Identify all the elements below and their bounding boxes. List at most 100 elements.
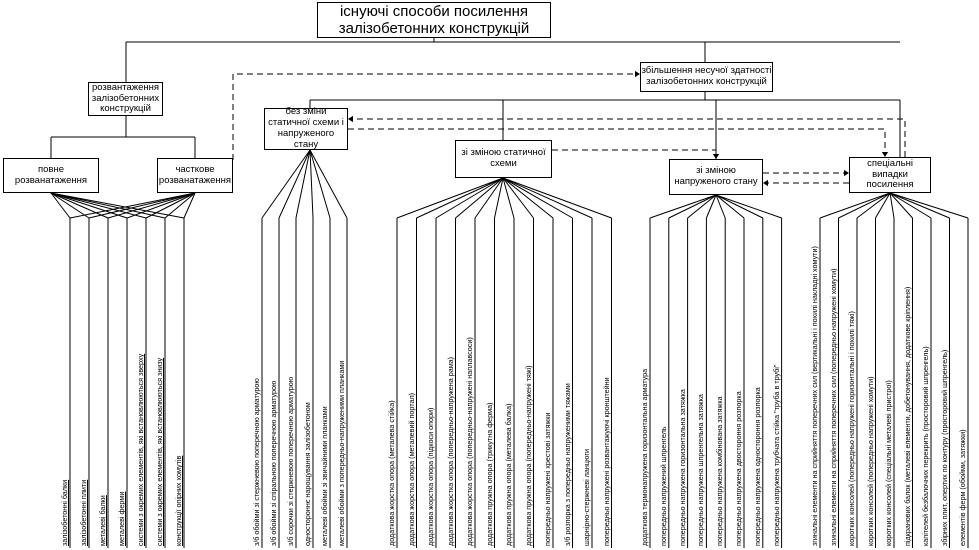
- leaf-stress-change: попередньо напружена комбінована затяжка: [715, 396, 725, 546]
- arrowhead: [635, 70, 640, 78]
- connector-line: [715, 194, 726, 219]
- connector-line: [164, 192, 196, 219]
- connector-line: [50, 192, 128, 219]
- connector-line: [50, 192, 71, 219]
- leaf-unloading: металеві ферми: [117, 491, 126, 546]
- leaf-stress-change: попередньо напружений шпренгель: [658, 426, 668, 546]
- leaf-special-cases: коротких консолей (попередньо напружені …: [865, 376, 875, 546]
- connector-path: [348, 128, 886, 153]
- connector-line: [309, 149, 331, 219]
- connector-line: [474, 177, 504, 219]
- connector-line: [889, 192, 932, 219]
- leaf-no-change: з/б сорочки зі стержневою поперечною арм…: [286, 376, 295, 546]
- leaf-unloading: залізобетонні плити: [79, 479, 88, 546]
- connector-line: [715, 194, 782, 219]
- connector-line: [889, 192, 895, 219]
- connector-line: [309, 149, 314, 219]
- leaf-static-change: попередньо напружені хрестові затяжки: [543, 412, 552, 546]
- connector-line: [838, 192, 891, 219]
- connector-line: [715, 194, 745, 219]
- leaf-static-change: попередньо напружені розвантажуючі кронш…: [601, 377, 611, 546]
- connector-line: [309, 149, 348, 219]
- connector-line: [705, 194, 717, 219]
- leaf-special-cases: збірних плит, опертих по контуру (просто…: [939, 349, 949, 546]
- connector-line: [856, 192, 891, 219]
- connector-line: [502, 177, 612, 219]
- connector-path: [552, 149, 717, 155]
- leaf-static-change: шарнірно-стержневі ланцюги: [582, 449, 591, 546]
- connector-line: [107, 192, 196, 219]
- leaf-unloading: конструкції опірних хомутів: [174, 455, 183, 546]
- connector-line: [649, 194, 717, 219]
- leaf-special-cases: коротких консолей (спеціальні металеві п…: [884, 380, 893, 546]
- leaf-stress-change: попередньо напружена двостороння розпорк…: [734, 391, 743, 546]
- connector-line: [889, 192, 950, 219]
- connector-line: [295, 149, 311, 219]
- leaf-special-cases: елементів ферм (обойми, затяжки): [958, 429, 967, 546]
- leaf-no-change: металеві обойми з попередньо-напруженими…: [337, 360, 346, 546]
- leaf-unloading: системи з окремих елементів, які встанов…: [155, 357, 164, 546]
- connector-line: [687, 194, 717, 219]
- leaf-no-change: металеві обойми зі звичайними планками: [320, 406, 329, 546]
- leaf-static-change: додаткова жорстка опора (попередньо-напр…: [465, 337, 474, 546]
- connector-line: [502, 177, 554, 219]
- connector-line: [145, 192, 196, 219]
- connector-line: [889, 192, 969, 219]
- connector-line: [502, 177, 515, 219]
- leaf-static-change: додаткова жорстка опора (підкоси опори): [426, 407, 435, 546]
- connector-line: [715, 194, 764, 219]
- arrowhead: [844, 169, 849, 177]
- connector-line: [502, 177, 593, 219]
- connector-line: [50, 192, 147, 219]
- leaf-unloading: системи з окремих елементів, які встанов…: [136, 353, 145, 546]
- connector-line: [668, 194, 717, 219]
- connector-line: [502, 177, 573, 219]
- leaf-static-change: з/б розпорка з попередньо напруженими тя…: [562, 383, 572, 546]
- leaf-static-change: додаткова жорстка опора (попередньо-напр…: [445, 356, 455, 546]
- title-box: існуючі способи посилення залізобетонних…: [317, 2, 551, 38]
- title: існуючі способи посилення залізобетонних…: [338, 2, 530, 37]
- connector-line: [261, 149, 311, 219]
- leaf-unloading: металеві балки: [98, 495, 107, 546]
- arrowhead: [712, 154, 720, 159]
- leaf-static-change: додаткова жорстка опора (металевий порта…: [406, 392, 416, 546]
- connector-line: [50, 192, 90, 219]
- leaf-special-cases: згинальні елементи на сприйняття попереч…: [810, 246, 819, 546]
- node-special-cases: спеціальні випадки посилення: [849, 157, 931, 193]
- connector-line: [50, 192, 166, 219]
- leaf-static-change: додаткова пружна опора (попередньо-напру…: [523, 365, 533, 546]
- connector-line: [819, 192, 891, 219]
- leaf-unloading: залізобетонні балки: [60, 479, 69, 546]
- leaf-stress-change: попередньо напружена трубчата стійка "тр…: [771, 364, 781, 546]
- connector-line: [435, 177, 504, 219]
- arrowhead: [763, 179, 768, 187]
- connector-line: [396, 177, 504, 219]
- connector-path: [232, 73, 636, 160]
- leaf-special-cases: згинальні елементи на сприйняття попереч…: [828, 268, 838, 546]
- arrowhead: [881, 152, 889, 157]
- connector-line: [502, 177, 534, 219]
- connector-line: [875, 192, 891, 219]
- connector-line: [183, 192, 196, 219]
- node-stress-change: зі зміною напруженого стану: [669, 159, 763, 195]
- connector-line: [494, 177, 504, 219]
- arrowhead: [348, 115, 353, 123]
- node-static-change: зі зміною статичної схеми: [455, 140, 552, 178]
- connector-line: [126, 192, 196, 219]
- leaf-no-change: одностороннє нарощування залізобетоном: [303, 402, 312, 546]
- node-increase-capacity: збільшення несучої здатності залізобетон…: [640, 62, 773, 92]
- connector-line: [416, 177, 504, 219]
- connector-line: [278, 149, 311, 219]
- connector-line: [69, 192, 196, 219]
- node-unloading: розвантаження залізобетонних конструкцій: [88, 82, 163, 116]
- leaf-static-change: додаткова пружна опора (металева балка): [504, 403, 513, 546]
- leaf-stress-change: попередньо напружена одностороння розпор…: [752, 387, 762, 546]
- node-no-change: без зміни статичної схеми і напруженого …: [264, 106, 348, 150]
- leaf-no-change: з/б обойми зі стержневою поперечною арма…: [252, 378, 261, 546]
- leaf-special-cases: підкранових балок (металеві елементи, до…: [902, 286, 912, 546]
- node-partial-unloading: часткове розванатаження: [157, 158, 233, 193]
- connector-path: [352, 118, 906, 157]
- connector-line: [50, 192, 185, 219]
- leaf-static-change: додаткова жорстка опора (металева стійка…: [387, 400, 396, 546]
